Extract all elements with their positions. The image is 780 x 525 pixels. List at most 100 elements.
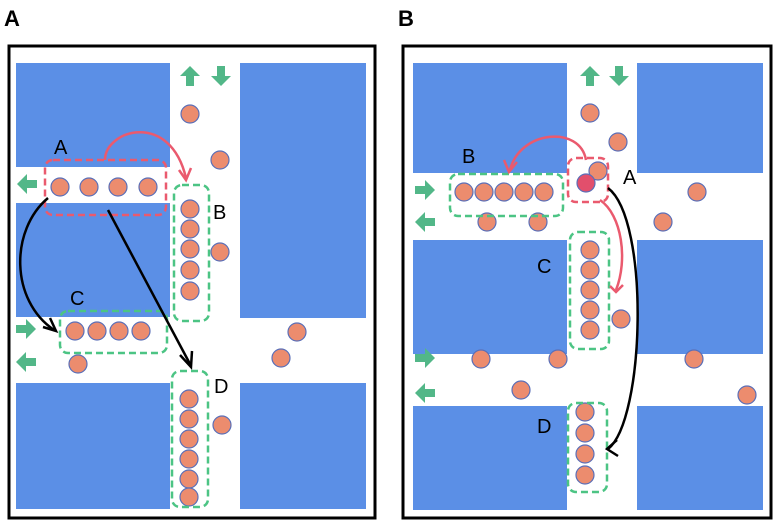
pedestrian-dot xyxy=(511,380,531,400)
pedestrian-dot xyxy=(212,415,232,435)
transition-arrow-a-to-c xyxy=(19,197,55,332)
pedestrian-dot xyxy=(575,423,595,443)
group-c-box xyxy=(58,309,169,355)
panel-a-dots xyxy=(50,104,307,507)
transition-arrow-a-to-d-head xyxy=(604,439,619,458)
pedestrian-dot xyxy=(65,321,85,341)
city-block xyxy=(637,240,763,354)
panel-b-group-c-label: C xyxy=(537,256,551,278)
pedestrian-dot xyxy=(180,104,200,124)
pedestrian-dot xyxy=(580,260,600,280)
pedestrian-dot xyxy=(477,212,497,232)
pedestrian-dot xyxy=(494,182,514,202)
pedestrian-dot xyxy=(180,281,200,301)
city-block xyxy=(413,240,567,354)
group-c-box xyxy=(568,230,611,351)
direction-arrow-right xyxy=(415,348,435,368)
city-block xyxy=(637,63,763,173)
pedestrian-dot xyxy=(109,321,129,341)
group-b-box xyxy=(172,183,211,323)
pedestrian-dot xyxy=(179,487,199,507)
direction-arrow-right xyxy=(16,319,36,339)
panel-a-group-d-label: D xyxy=(214,376,228,398)
direction-arrow-left xyxy=(415,383,435,403)
pedestrian-dot xyxy=(548,349,568,369)
direction-arrow-up xyxy=(580,66,600,86)
pedestrian-dot xyxy=(575,444,595,464)
pedestrian-dot xyxy=(50,177,70,197)
panel-a-transitions xyxy=(19,131,194,371)
pedestrian-dot xyxy=(179,389,199,409)
panel-b-group-a-label: A xyxy=(623,167,637,189)
pedestrian-dot xyxy=(271,348,291,368)
city-block xyxy=(16,203,170,317)
group-a-box xyxy=(566,156,610,204)
city-block xyxy=(637,406,763,510)
panel-a-group-b-label: B xyxy=(213,202,226,224)
pedestrian-dot xyxy=(534,182,554,202)
transition-arrow-a-to-d xyxy=(106,209,192,365)
panel-a-blocks xyxy=(16,63,366,509)
pedestrian-dot xyxy=(179,429,199,449)
transition-arrow-a-to-b xyxy=(103,131,188,179)
pedestrian-dot xyxy=(210,150,230,170)
panel-a-group-c-label: C xyxy=(70,288,84,310)
group-a-box xyxy=(43,158,168,217)
pedestrian-dot xyxy=(471,349,491,369)
direction-arrow-left xyxy=(17,174,37,194)
pedestrian-dot xyxy=(580,280,600,300)
pedestrian-dot xyxy=(653,212,673,232)
panel-b-group-b-label: B xyxy=(462,146,475,168)
panel-a xyxy=(7,44,377,520)
pedestrian-dot xyxy=(180,239,200,259)
pedestrian-dot xyxy=(179,469,199,489)
group-b-box xyxy=(448,172,565,218)
city-block xyxy=(16,383,170,509)
pedestrian-dot xyxy=(179,409,199,429)
panel-b-group-d-label: D xyxy=(537,416,551,438)
panel-b-arrows xyxy=(415,66,629,403)
pedestrian-dot xyxy=(180,199,200,219)
pedestrian-dot xyxy=(108,177,128,197)
panel-b-label: B xyxy=(398,6,414,31)
panel-a-groups xyxy=(43,158,211,509)
city-block xyxy=(240,383,366,509)
pedestrian-dot xyxy=(575,465,595,485)
pedestrian-dot xyxy=(180,260,200,280)
direction-arrow-right xyxy=(415,180,435,200)
city-block xyxy=(413,406,567,510)
pedestrian-dot xyxy=(131,321,151,341)
pedestrian-dot xyxy=(68,354,88,374)
direction-arrow-down xyxy=(609,66,629,86)
transition-arrow-a-to-c xyxy=(599,198,624,291)
panel-a-label: A xyxy=(4,6,20,31)
pedestrian-dot xyxy=(575,402,595,422)
pedestrian-dot xyxy=(687,182,707,202)
panel-b xyxy=(401,44,773,520)
direction-arrow-left xyxy=(16,352,36,372)
transition-arrow-a-to-b-head xyxy=(177,167,193,183)
direction-arrow-left xyxy=(415,212,435,232)
pedestrian-dot xyxy=(514,182,534,202)
pedestrian-dot xyxy=(179,449,199,469)
pedestrian-dot xyxy=(474,182,494,202)
pedestrian-dot xyxy=(528,212,548,232)
panel-b-blocks xyxy=(413,63,763,510)
transition-arrow-a-to-c-head xyxy=(609,284,624,294)
pedestrian-dot xyxy=(287,322,307,342)
transition-arrow-a-to-b xyxy=(508,135,588,171)
transition-arrow-a-to-d xyxy=(607,187,639,450)
city-block xyxy=(240,63,366,318)
transition-arrow-a-to-d-head xyxy=(179,350,194,371)
city-block xyxy=(413,63,567,173)
pedestrian-dot xyxy=(180,219,200,239)
pedestrian-dot xyxy=(580,300,600,320)
transition-arrow-a-to-b-head xyxy=(502,159,518,175)
transition-arrow-a-to-c-head xyxy=(42,317,59,334)
pedestrian-dot xyxy=(87,321,107,341)
pedestrian-dot xyxy=(588,161,608,181)
pedestrian-dot xyxy=(684,349,704,369)
panel-b-dots xyxy=(454,103,757,485)
pedestrian-dot xyxy=(454,182,474,202)
